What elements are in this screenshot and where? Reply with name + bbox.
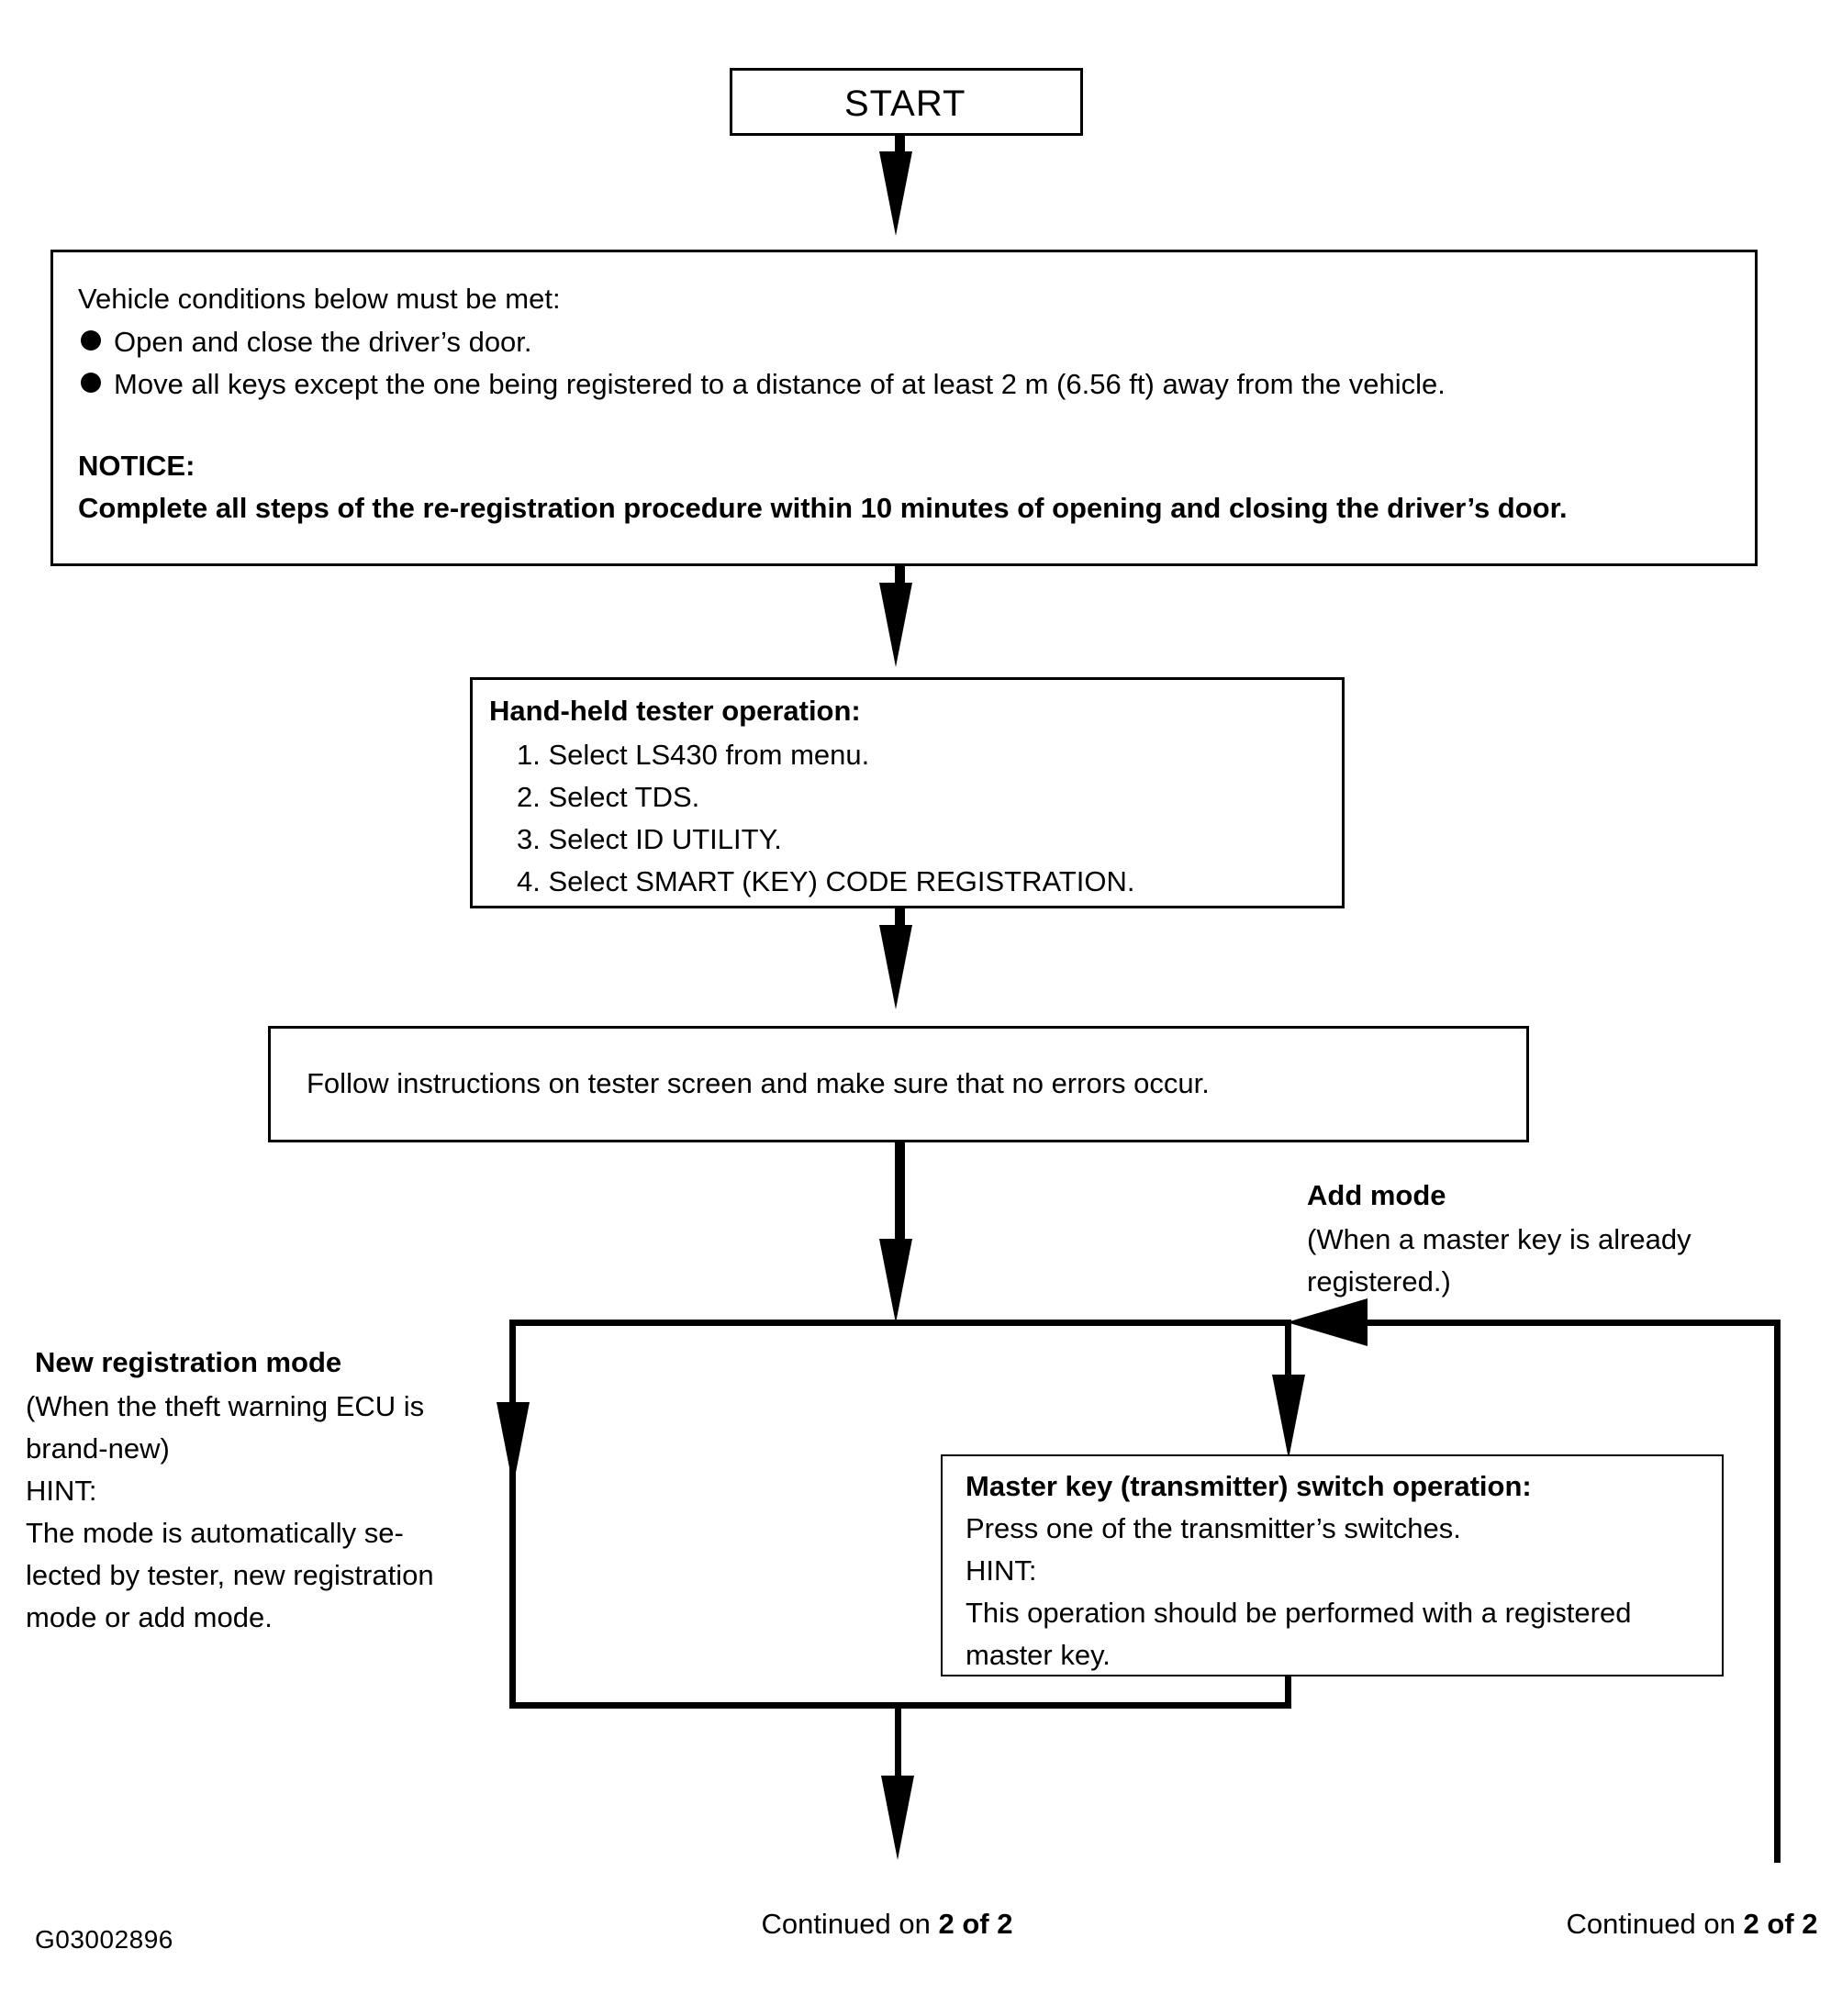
bullet-dot-icon — [81, 373, 101, 393]
tester-step-3: 3. Select ID UTILITY. — [517, 823, 782, 855]
conditions-bullet-1: Open and close the driver’s door. — [114, 326, 532, 358]
connector-branch-to-master-key — [1285, 1320, 1291, 1420]
follow-instructions-text: Follow instructions on tester screen and… — [307, 1067, 1210, 1099]
tester-step-2: 2. Select TDS. — [517, 781, 700, 813]
new-registration-mode-description: (When the theft warning ECU is brand-new… — [26, 1386, 475, 1639]
new-registration-line-4: lected by tester, new registration — [26, 1559, 434, 1591]
add-mode-return-rail-horizontal — [1366, 1320, 1781, 1326]
master-key-hint-line-2: master key. — [966, 1639, 1111, 1671]
tester-step-1: 1. Select LS430 from menu. — [517, 739, 870, 771]
add-mode-return-rail-vertical — [1774, 1320, 1781, 1863]
arrowhead-tester-to-follow — [879, 925, 912, 1009]
new-registration-line-2: brand-new) — [26, 1432, 170, 1465]
figure-id: G03002896 — [35, 1925, 173, 1954]
arrowhead-branch-to-continued — [881, 1776, 914, 1860]
arrowhead-follow-to-branch — [879, 1239, 912, 1323]
tester-heading: Hand-held tester operation: — [489, 695, 861, 727]
branch-rail-left — [509, 1320, 516, 1709]
start-node — [730, 68, 1083, 136]
start-label: START — [844, 84, 966, 124]
master-key-hint-line-1: This operation should be performed with … — [966, 1597, 1632, 1629]
conditions-heading: Vehicle conditions below must be met: — [78, 283, 561, 315]
arrowhead-conditions-to-tester — [879, 583, 912, 667]
new-registration-hint-label: HINT: — [26, 1475, 97, 1507]
branch-rail-top — [509, 1320, 1291, 1326]
new-registration-line-1: (When the theft warning ECU is — [26, 1390, 425, 1422]
add-mode-line-1: (When a master key is already — [1307, 1223, 1691, 1255]
add-mode-description: (When a master key is already registered… — [1307, 1219, 1746, 1303]
new-registration-line-3: The mode is automatically se- — [26, 1517, 404, 1549]
continued-left-prefix: Continued on — [761, 1908, 939, 1940]
new-registration-line-5: mode or add mode. — [26, 1601, 273, 1633]
continued-left: Continued on 2 of 2 — [730, 1875, 1012, 1974]
arrowhead-add-mode-return — [1287, 1298, 1368, 1346]
add-mode-line-2: registered.) — [1307, 1265, 1451, 1298]
connector-follow-to-branch — [895, 1142, 905, 1253]
hand-held-tester-node — [470, 677, 1345, 908]
arrowhead-start-to-conditions — [879, 151, 912, 236]
arrowhead-new-registration-branch — [497, 1402, 530, 1487]
continued-right-page: 2 of 2 — [1743, 1908, 1818, 1940]
continued-right-prefix: Continued on — [1566, 1908, 1744, 1940]
new-registration-mode-title: New registration mode — [35, 1346, 342, 1378]
master-key-line-1: Press one of the transmitter’s switches. — [966, 1512, 1461, 1544]
arrowhead-branch-to-master-key — [1272, 1375, 1305, 1459]
vehicle-conditions-node — [50, 250, 1758, 566]
master-key-switch-node — [941, 1454, 1724, 1676]
connector-branch-to-continued — [895, 1705, 901, 1833]
master-key-heading: Master key (transmitter) switch operatio… — [966, 1470, 1532, 1502]
continued-left-page: 2 of 2 — [938, 1908, 1013, 1940]
notice-label: NOTICE: — [78, 450, 195, 482]
continued-right: Continued on 2 of 2 — [1535, 1875, 1817, 1974]
tester-step-4: 4. Select SMART (KEY) CODE REGISTRATION. — [517, 865, 1135, 897]
follow-instructions-node — [268, 1026, 1529, 1142]
notice-text: Complete all steps of the re-registratio… — [78, 492, 1568, 524]
bullet-dot-icon — [81, 330, 101, 351]
conditions-bullet-2: Move all keys except the one being regis… — [114, 368, 1446, 400]
master-key-hint-label: HINT: — [966, 1554, 1037, 1587]
add-mode-title: Add mode — [1307, 1179, 1446, 1211]
